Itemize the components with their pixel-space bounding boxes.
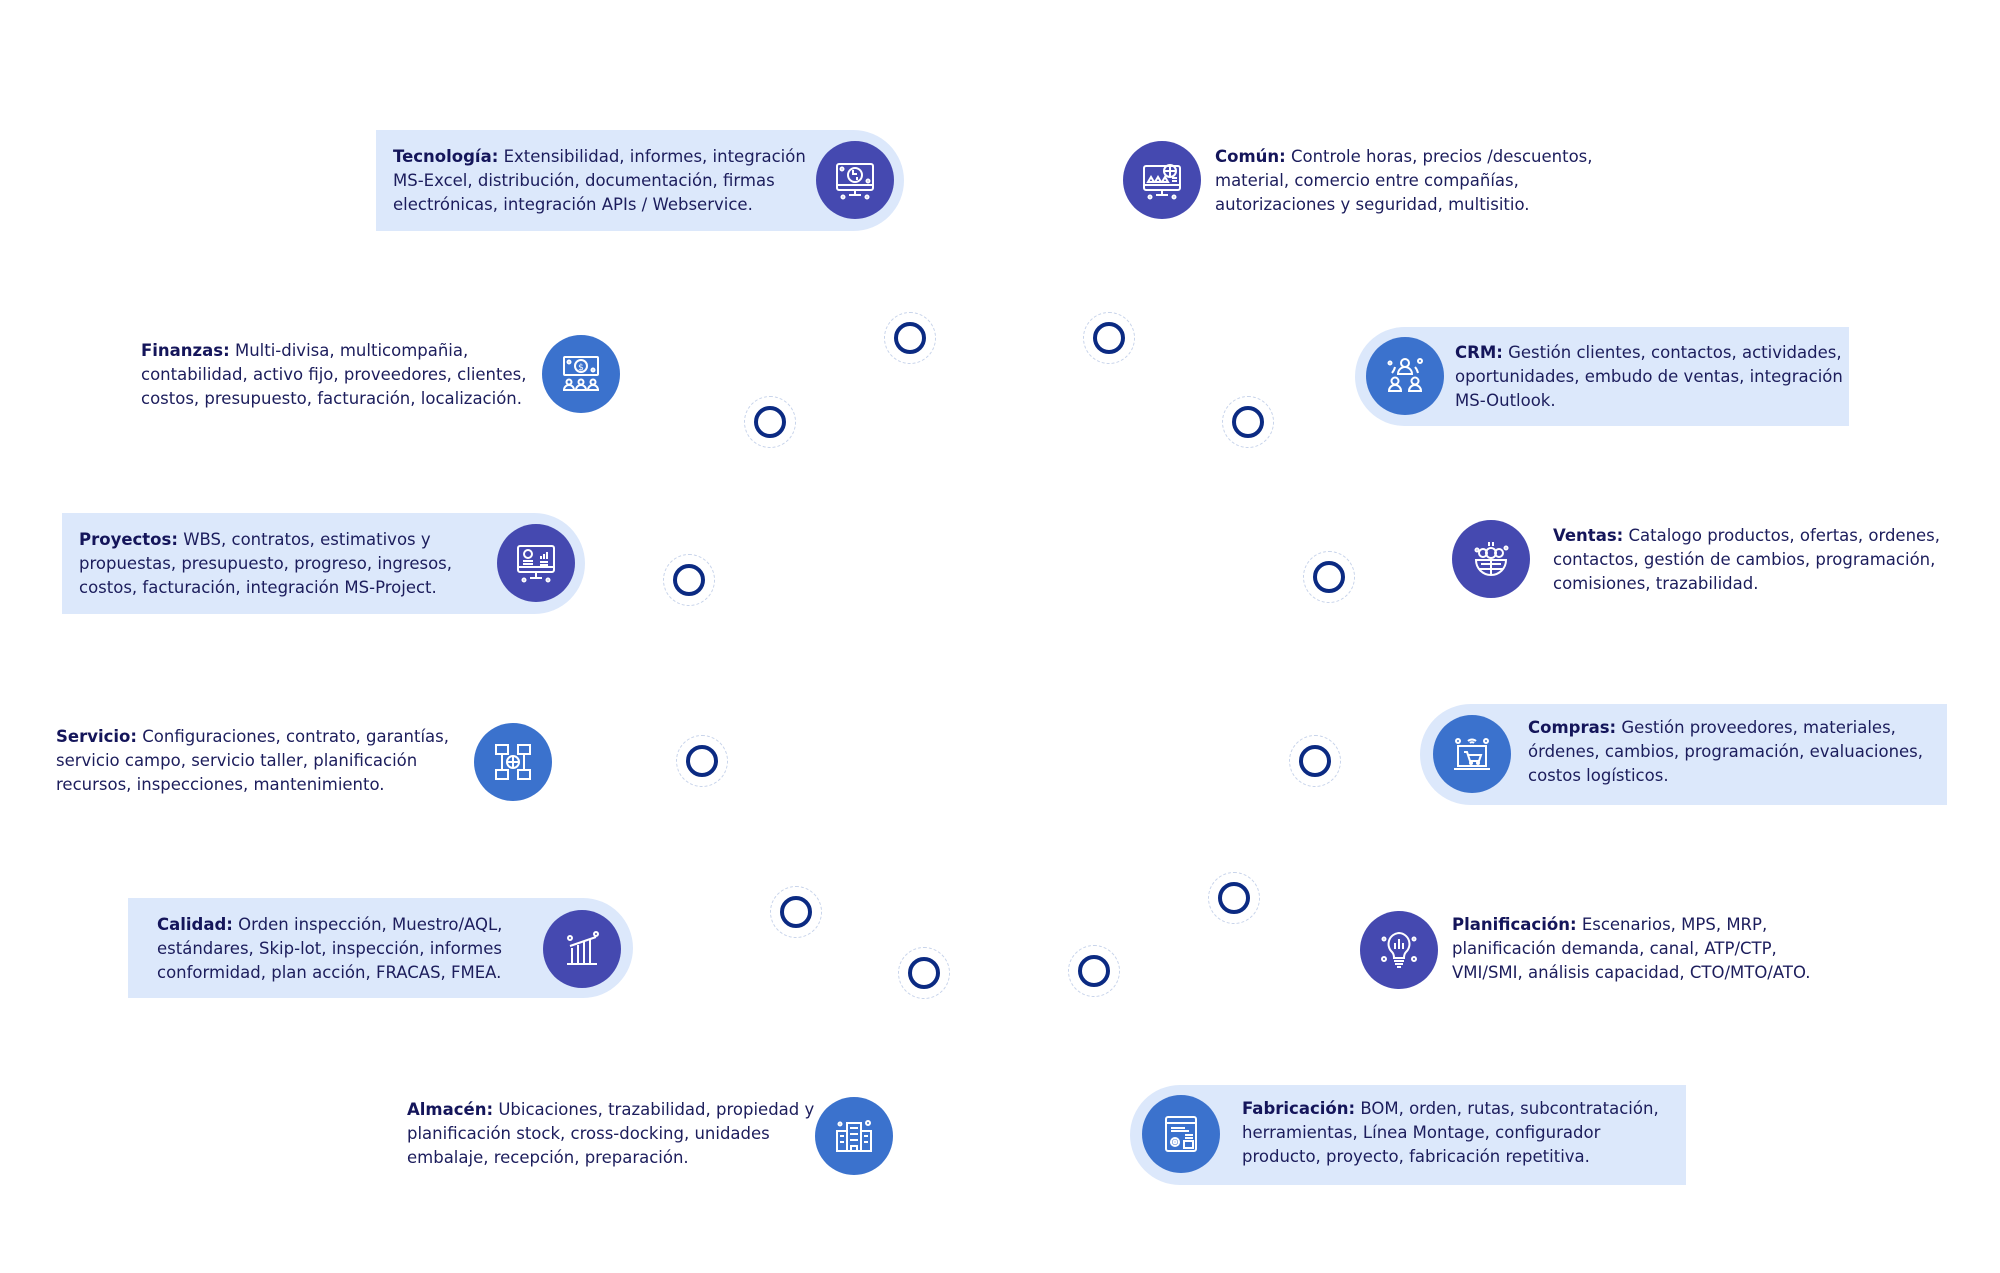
module-card-compras: Compras: Gestión proveedores, materiales… [1420,704,1947,805]
module-description: Catalogo productos, ofertas, ordenes, co… [1553,526,1941,593]
monitor-finance-icon [497,524,575,602]
module-text: Tecnología: Extensibilidad, informes, in… [393,145,833,217]
module-title: Almacén: [407,1100,494,1119]
ring-icon [780,896,812,928]
module-title: Ventas: [1553,526,1624,545]
module-card-planificacion: Planificación: Escenarios, MPS, MRP, pla… [1440,898,1860,999]
orbit-node [1083,312,1135,364]
orbit-node [744,396,796,448]
orbit-node [1289,735,1341,787]
module-text: Calidad: Orden inspección, Muestro/AQL, … [157,913,537,985]
module-text: Finanzas: Multi-divisa, multicompañia, c… [141,339,551,411]
ring-icon [1093,322,1125,354]
module-title: Planificación: [1452,915,1577,934]
orbit-node [676,735,728,787]
orbit-node [770,886,822,938]
ring-icon [1299,745,1331,777]
module-description: Gestión proveedores, materiales, órdenes… [1528,718,1924,785]
module-card-almacen: Almacén: Ubicaciones, trazabilidad, prop… [400,1092,820,1193]
warehouse-building-icon [815,1097,893,1175]
orbit-node [1222,396,1274,448]
module-card-finanzas: Finanzas: Multi-divisa, multicompañia, c… [130,325,550,426]
module-title: Común: [1215,147,1286,166]
orbit-node [1068,945,1120,997]
module-description: Configuraciones, contrato, garantías, se… [56,727,449,794]
module-title: Tecnología: [393,147,499,166]
module-title: Finanzas: [141,341,230,360]
module-description: Gestión clientes, contactos, actividades… [1455,343,1843,410]
module-text: Planificación: Escenarios, MPS, MRP, pla… [1452,913,1852,985]
module-text: Proyectos: WBS, contratos, estimativos y… [79,528,479,600]
module-title: Compras: [1528,718,1617,737]
module-title: Servicio: [56,727,137,746]
monitor-network-icon [816,141,894,219]
orbit-node [898,947,950,999]
orbit-node [1208,872,1260,924]
team-network-icon [1366,337,1444,415]
module-text: Fabricación: BOM, orden, rutas, subcontr… [1242,1097,1682,1169]
module-title: CRM: [1455,343,1503,362]
orbit-node [663,554,715,606]
module-description: Orden inspección, Muestro/AQL, estándare… [157,915,503,982]
module-card-fabricacion: Fabricación: BOM, orden, rutas, subcontr… [1130,1085,1686,1185]
lightbulb-circuit-icon [1360,911,1438,989]
ring-icon [1232,406,1264,438]
module-description: Ubicaciones, trazabilidad, propiedad y p… [407,1100,815,1167]
module-card-servicio: Servicio: Configuraciones, contrato, gar… [48,715,468,816]
laptop-cart-icon [1433,715,1511,793]
ring-icon [908,957,940,989]
monitor-globe-users-icon [1123,141,1201,219]
module-text: CRM: Gestión clientes, contactos, activi… [1455,341,1845,413]
module-text: Almacén: Ubicaciones, trazabilidad, prop… [407,1098,817,1170]
module-description: BOM, orden, rutas, subcontratación, herr… [1242,1099,1659,1166]
module-title: Calidad: [157,915,233,934]
module-description: Extensibilidad, informes, integración MS… [393,147,806,214]
orbit-node [1303,551,1355,603]
module-title: Fabricación: [1242,1099,1356,1118]
svg-text:$: $ [578,363,584,373]
module-card-ventas: Ventas: Catalogo productos, ofertas, ord… [1540,510,1940,611]
orbit-node [884,312,936,364]
ring-icon [673,564,705,596]
module-description: Escenarios, MPS, MRP, planificación dema… [1452,915,1811,982]
module-card-proyectos: Proyectos: WBS, contratos, estimativos y… [62,513,585,614]
ring-icon [1078,955,1110,987]
ring-icon [1313,561,1345,593]
window-gear-icon [1142,1095,1220,1173]
globe-money-icon [1452,520,1530,598]
module-card-comun: Común: Controle horas, precios /descuent… [1200,130,1620,231]
module-text: Ventas: Catalogo productos, ofertas, ord… [1553,524,1943,596]
module-text: Servicio: Configuraciones, contrato, gar… [56,725,476,797]
money-people-icon: $ [542,335,620,413]
module-card-calidad: Calidad: Orden inspección, Muestro/AQL, … [128,898,633,998]
ring-icon [686,745,718,777]
module-description: Controle horas, precios /descuentos, mat… [1215,147,1593,214]
module-title: Proyectos: [79,530,178,549]
ring-icon [754,406,786,438]
bar-chart-growth-icon [543,910,621,988]
module-text: Compras: Gestión proveedores, materiales… [1528,716,1948,788]
module-description: WBS, contratos, estimativos y propuestas… [79,530,453,597]
module-text: Común: Controle horas, precios /descuent… [1215,145,1625,217]
module-description: Multi-divisa, multicompañia, contabilida… [141,341,527,408]
network-globe-icon [474,723,552,801]
ring-icon [1218,882,1250,914]
ring-icon [894,322,926,354]
